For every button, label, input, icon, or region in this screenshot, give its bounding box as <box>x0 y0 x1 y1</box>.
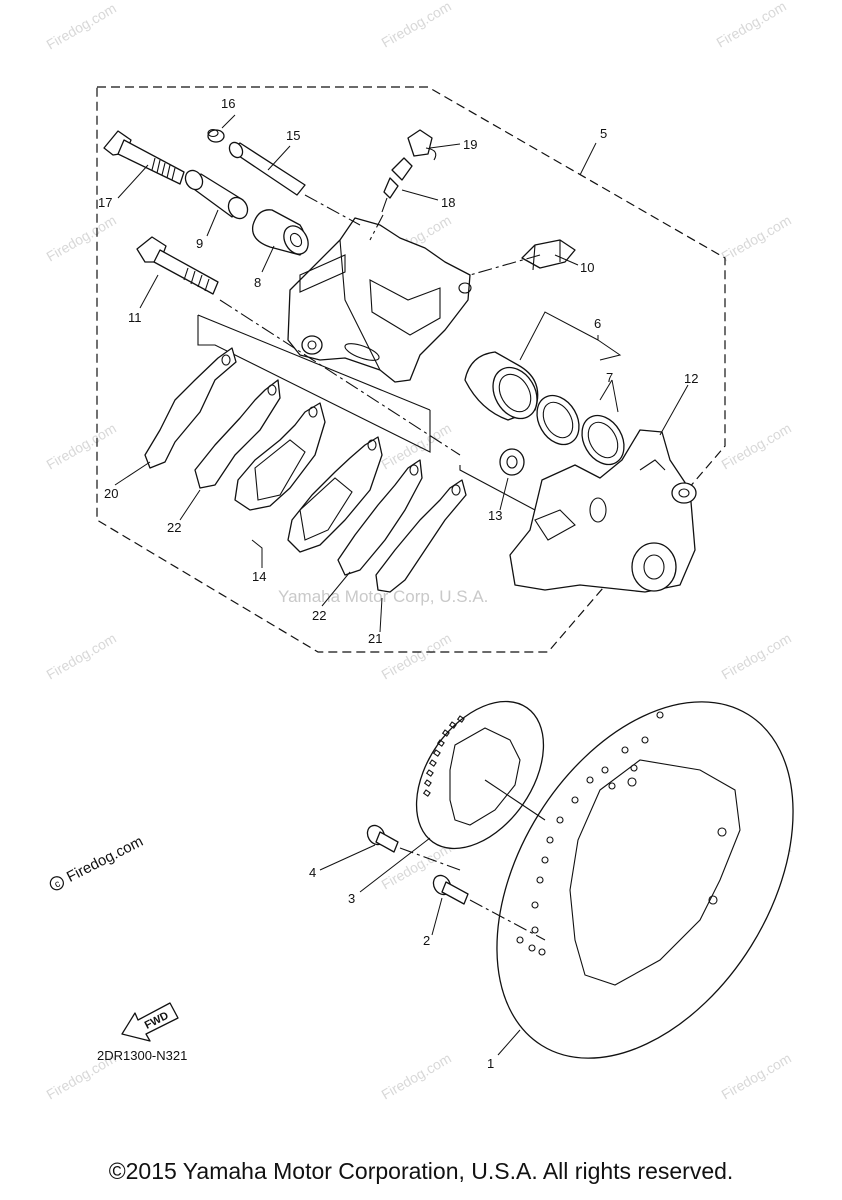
firedog-watermark: c Firedog.com <box>49 833 146 891</box>
callout-22-right: 22 <box>312 608 326 623</box>
caliper-bracket-outline <box>459 465 536 511</box>
piston-seals-7 <box>536 394 625 466</box>
callout-12: 12 <box>684 371 698 386</box>
disc-holes <box>516 711 727 956</box>
callout-13: 13 <box>488 508 502 523</box>
watermark: Firedog.com <box>719 420 794 473</box>
callout-8: 8 <box>254 275 261 290</box>
caliper-body <box>287 217 472 383</box>
bolt-2 <box>432 874 469 905</box>
pad-shim-20 <box>144 347 237 469</box>
caliper-bolt-17 <box>103 130 185 185</box>
pads-group-outline-2 <box>197 314 431 411</box>
callout-20: 20 <box>104 486 118 501</box>
cap-16 <box>207 128 225 143</box>
callout-15: 15 <box>286 128 300 143</box>
boot-13 <box>499 448 525 476</box>
bolt-4 <box>366 824 399 853</box>
watermark: Firedog.com <box>379 0 454 51</box>
pad-insulator-22-left <box>194 379 281 489</box>
callout-17: 17 <box>98 195 112 210</box>
callout-19: 19 <box>463 137 477 152</box>
pad-spring-10 <box>521 239 576 271</box>
boot-8 <box>251 209 309 256</box>
watermark: Firedog.com <box>719 212 794 265</box>
watermark: Firedog.com <box>44 630 119 683</box>
caliper-bracket-12 <box>509 429 697 593</box>
callout-6: 6 <box>594 316 601 331</box>
watermark: Firedog.com <box>719 1050 794 1103</box>
watermark: Firedog.com <box>379 1050 454 1103</box>
callout-2: 2 <box>423 933 430 948</box>
diagram-code: 2DR1300-N321 <box>97 1048 188 1063</box>
callout-22-left: 22 <box>167 520 181 535</box>
pad-insulator-22-right <box>337 459 423 576</box>
callout-1: 1 <box>487 1056 494 1071</box>
bleed-screw-18 <box>381 157 413 213</box>
watermark: Firedog.com <box>44 420 119 473</box>
callout-18: 18 <box>441 195 455 210</box>
sensor-rotor-3 <box>415 700 545 850</box>
watermark: Firedog.com <box>44 0 119 53</box>
brake-disc-1 <box>496 701 794 1059</box>
callout-11: 11 <box>128 310 142 325</box>
pad-shim-21 <box>375 479 467 593</box>
center-watermark: Yamaha Motor Corp, U.S.A. <box>278 587 488 606</box>
callout-10: 10 <box>580 260 594 275</box>
front-arrow: FWD <box>121 1002 179 1042</box>
watermark: Firedog.com <box>44 212 119 265</box>
callout-14: 14 <box>252 569 266 584</box>
firedog-text: Firedog.com <box>64 833 146 886</box>
callout-5: 5 <box>600 126 607 141</box>
sleeve-9 <box>184 169 249 220</box>
pin-15 <box>228 141 306 196</box>
callout-3: 3 <box>348 891 355 906</box>
piston-6 <box>464 351 539 421</box>
callout-16: 16 <box>221 96 235 111</box>
watermark: Firedog.com <box>714 0 789 51</box>
leader-lines <box>114 114 689 1056</box>
watermark: Firedog.com <box>379 630 454 683</box>
brake-pads-14 <box>234 402 383 553</box>
callout-4: 4 <box>309 865 316 880</box>
caliper-bolt-11 <box>136 236 219 295</box>
callout-7: 7 <box>606 370 613 385</box>
bleed-cap-19 <box>407 129 437 161</box>
watermark: Firedog.com <box>719 630 794 683</box>
pads-group-outline <box>197 315 431 453</box>
copyright-notice: ©2015 Yamaha Motor Corporation, U.S.A. A… <box>108 1158 734 1184</box>
sensor-rotor-slots <box>422 715 465 797</box>
callout-labels: 1 2 3 4 5 6 7 8 9 10 11 12 13 14 15 16 1… <box>98 96 698 1071</box>
callout-9: 9 <box>196 236 203 251</box>
callout-21: 21 <box>368 631 382 646</box>
svg-text:c: c <box>53 879 62 891</box>
